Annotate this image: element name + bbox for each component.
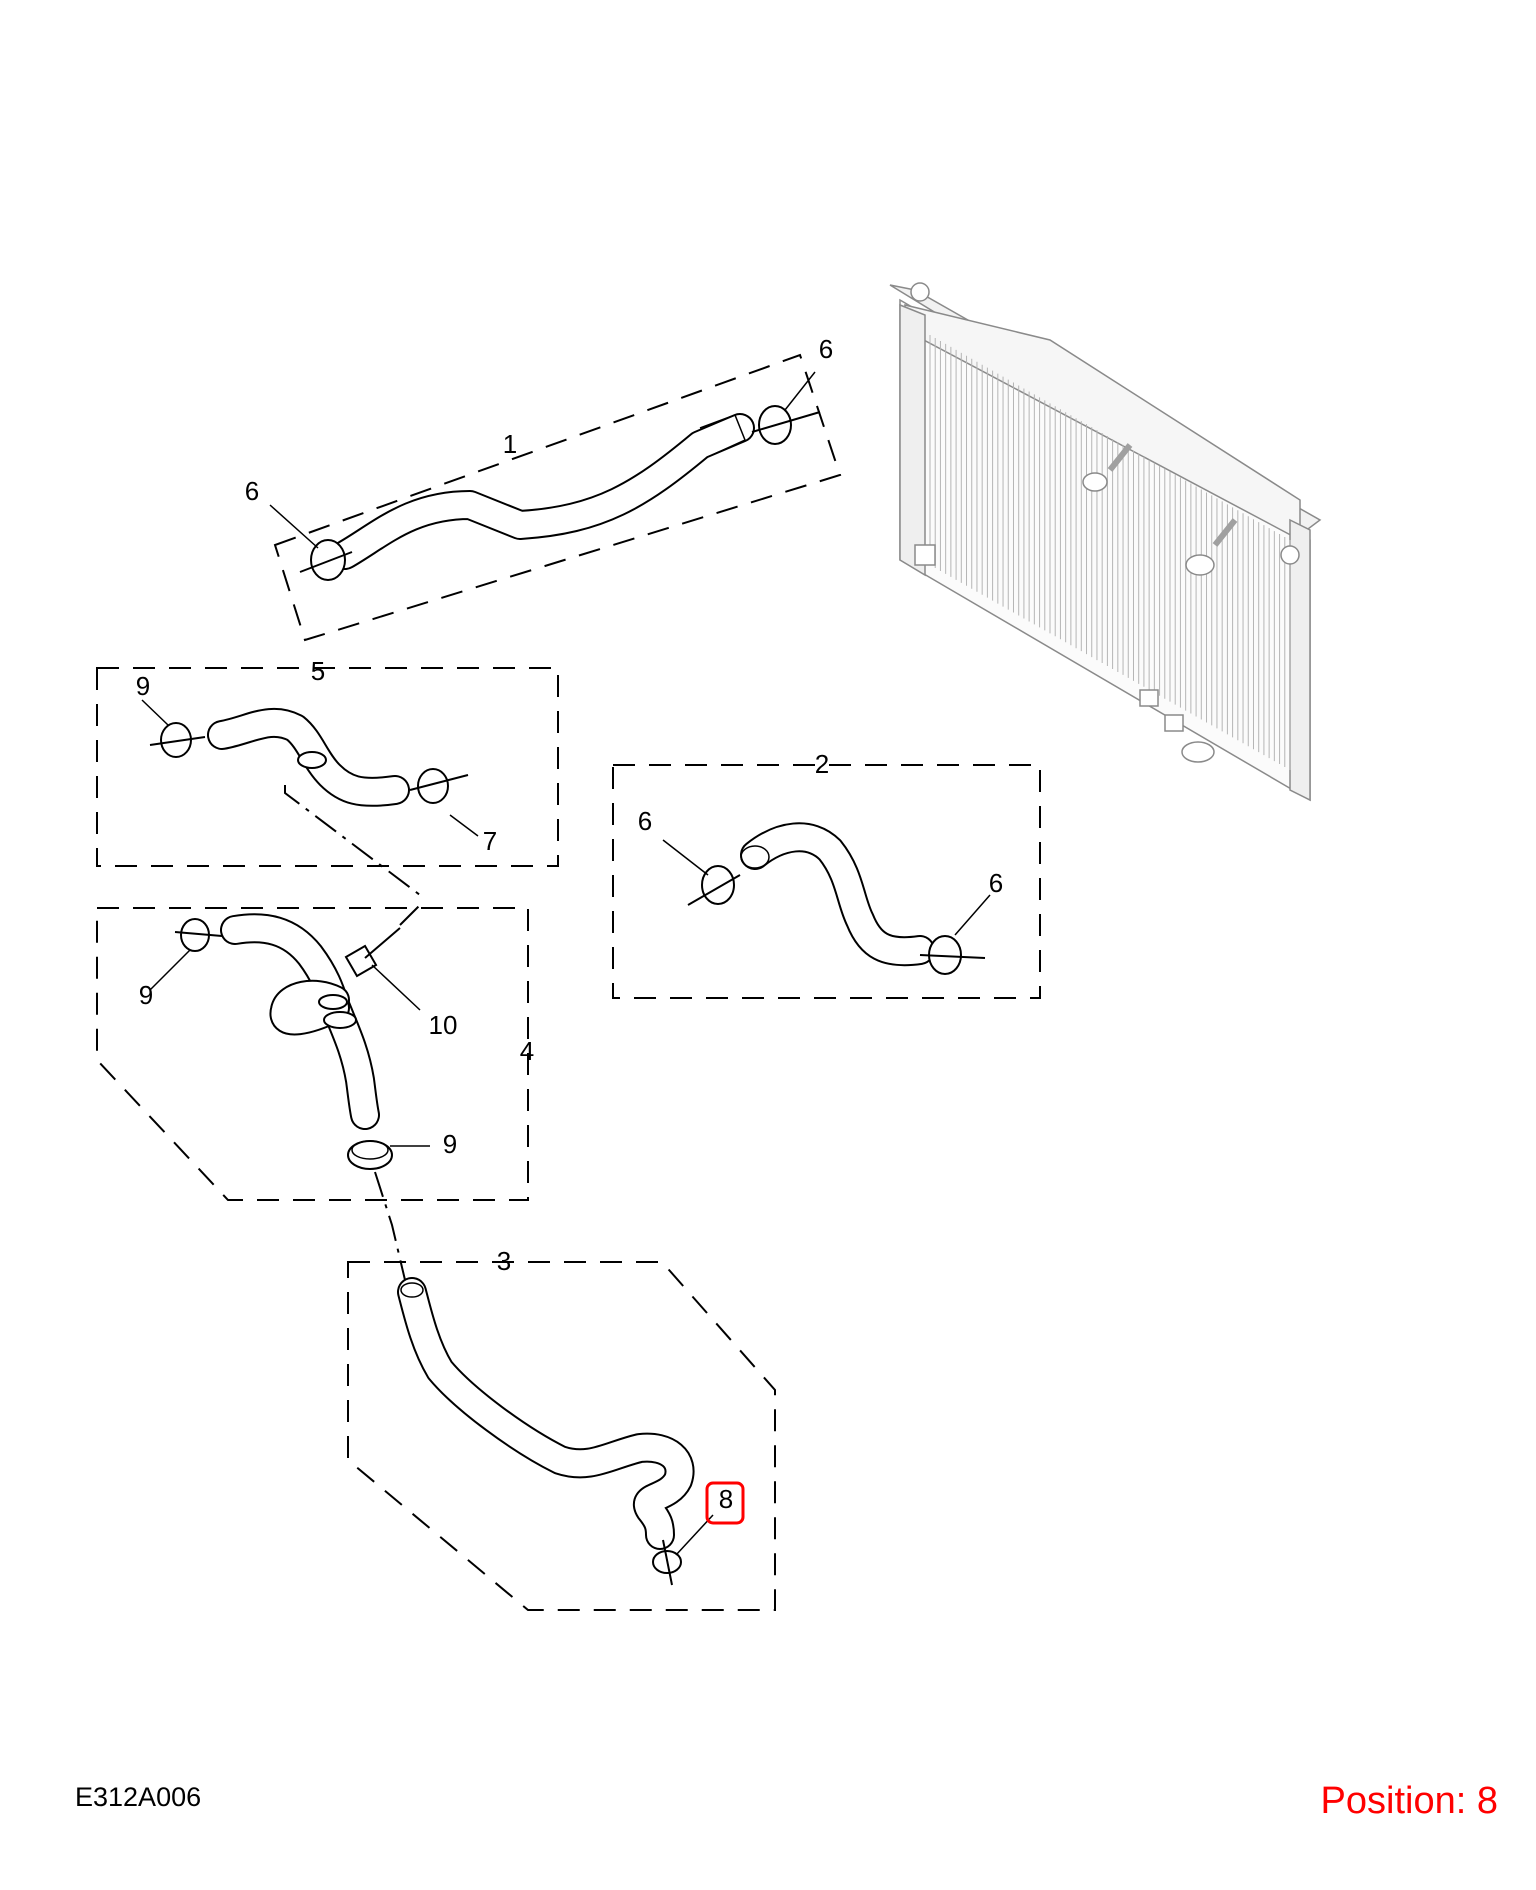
callout-6-group2-right: 6 — [989, 868, 1003, 898]
callout-9-group4-top: 9 — [139, 980, 153, 1010]
radiator-assembly — [889, 282, 1322, 802]
hose-clamp-10 — [344, 927, 401, 978]
callout-9-group4-bottom: 9 — [443, 1129, 457, 1159]
group-5-hose: 5 9 7 — [96, 656, 559, 896]
highlight-box-8 — [705, 1481, 745, 1525]
callout-9-group5: 9 — [136, 671, 150, 701]
group-2-hose: 2 6 6 — [612, 749, 1041, 999]
hose-clamp-6-left — [299, 539, 353, 581]
callout-6-group2-left: 6 — [638, 806, 652, 836]
callout-2: 2 — [815, 749, 829, 779]
callout-8: 8 — [719, 1484, 733, 1514]
position-indicator: Position: 8 — [1320, 1780, 1498, 1822]
hose-clamp-7 — [409, 768, 469, 804]
callout-3: 3 — [497, 1246, 511, 1276]
diagram-code: E312A006 — [75, 1782, 202, 1812]
hose-clamp-8 — [652, 1539, 682, 1586]
callout-6-group1-left: 6 — [245, 476, 259, 506]
hose-clamp-6-group2-right — [919, 935, 986, 975]
hose-clamp-9-group5 — [149, 722, 206, 758]
hose-clamp-9-group4-top — [174, 918, 223, 952]
group-4-hose: 4 9 10 9 — [96, 904, 534, 1281]
group-2-boundary — [612, 764, 1041, 999]
group-1-upper-hose: 1 6 6 — [245, 334, 842, 642]
group-4-boundary — [96, 907, 529, 1201]
callout-1: 1 — [503, 429, 517, 459]
callout-10: 10 — [429, 1010, 458, 1040]
group-3-hose: 3 8 — [347, 1246, 776, 1611]
group-1-boundary — [273, 353, 842, 642]
hose-clamp-6-right — [751, 405, 821, 445]
hose-clamp-9-group4-bottom — [347, 1140, 393, 1170]
group-3-boundary — [347, 1261, 776, 1611]
callout-5: 5 — [311, 656, 325, 686]
callout-4: 4 — [520, 1036, 534, 1066]
callout-6-group1-right: 6 — [819, 334, 833, 364]
hose-clamp-6-group2-left — [687, 865, 741, 906]
callout-7: 7 — [483, 826, 497, 856]
group-5-boundary — [96, 667, 559, 867]
